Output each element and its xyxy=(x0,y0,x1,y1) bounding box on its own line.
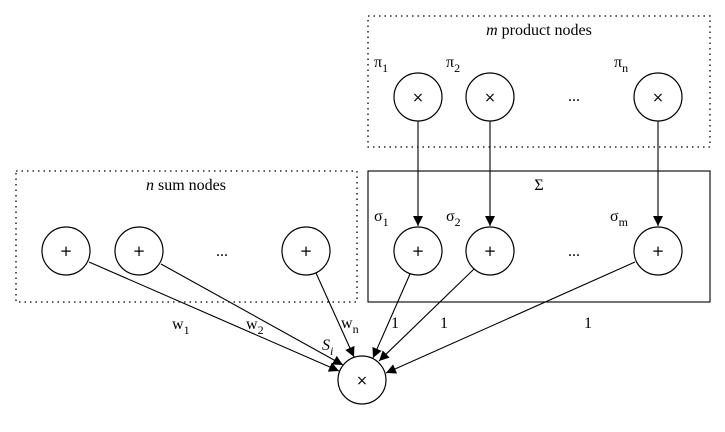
target-symbol: S xyxy=(322,337,330,354)
sigma-node-1-circle xyxy=(393,226,443,276)
sum-node-1: + xyxy=(41,226,91,276)
sigma-ellipsis: ... xyxy=(568,243,580,260)
sigmam-symbol: σ xyxy=(610,208,619,225)
pin-symbol: π xyxy=(614,54,622,71)
edge-label-one-b: 1 xyxy=(440,315,448,332)
edge-sigma1-target xyxy=(372,273,411,359)
sum-node-2-op: + xyxy=(133,242,146,260)
pin-sub: n xyxy=(622,61,628,75)
sum-node-1-op: + xyxy=(60,242,73,260)
product-ellipsis: ... xyxy=(568,88,580,105)
sum-node-n: + xyxy=(281,226,331,276)
sigma-node-2-op: + xyxy=(484,242,497,260)
sum-node-2-circle xyxy=(114,226,164,276)
product-group-label: product nodes xyxy=(502,22,592,39)
sigma-node-1: + xyxy=(393,226,443,276)
pin-label: πn xyxy=(614,54,628,75)
pi1-sub: 1 xyxy=(382,61,388,75)
sigma-node-m-circle xyxy=(633,226,683,276)
product-node-n: × xyxy=(633,72,683,122)
sigma-group-title: Σ xyxy=(534,177,543,194)
sigma-node-m-op: + xyxy=(652,242,665,260)
sum-node-1-circle xyxy=(41,226,91,276)
product-node-2-circle xyxy=(465,72,515,122)
edge-label-w2: w2 xyxy=(246,316,264,337)
edge-label-one-a: 1 xyxy=(391,315,399,332)
pi2-symbol: π xyxy=(446,54,454,71)
product-node-2-op: × xyxy=(484,90,496,106)
pi2-label: π2 xyxy=(446,54,460,75)
pi1-label: π1 xyxy=(374,54,388,75)
w1-base: w xyxy=(172,316,184,333)
sigma-group-box xyxy=(367,170,711,303)
product-count-symbol: m xyxy=(486,22,498,39)
sigmam-label: σm xyxy=(610,208,629,229)
edge-label-one-c: 1 xyxy=(584,315,592,332)
sigma1-symbol: σ xyxy=(374,208,383,225)
product-nodes-group-box xyxy=(367,15,711,148)
sum-node-n-op: + xyxy=(300,242,313,260)
sigma-node-1-op: + xyxy=(412,242,425,260)
sum-group-title: n sum nodes xyxy=(146,177,226,194)
sigma-node-m: + xyxy=(633,226,683,276)
sum-node-n-circle xyxy=(281,226,331,276)
sigma-node-2-circle xyxy=(465,226,515,276)
sigma1-sub: 1 xyxy=(383,215,389,229)
edge-sigma2-target xyxy=(378,268,475,362)
edge-label-wn: wn xyxy=(341,315,359,336)
sigma2-sub: 2 xyxy=(455,215,461,229)
pi2-sub: 2 xyxy=(454,61,460,75)
edge-sum2-target xyxy=(160,263,344,366)
sum-group-label: sum nodes xyxy=(158,177,226,194)
w2-base: w xyxy=(246,316,258,333)
product-node-2: × xyxy=(465,72,515,122)
target-node-op: × xyxy=(356,373,368,389)
target-node-circle xyxy=(337,355,387,405)
wn-base: w xyxy=(341,315,353,332)
product-node-n-op: × xyxy=(652,90,664,106)
sigma2-label: σ2 xyxy=(446,208,461,229)
sigma-node-2: + xyxy=(465,226,515,276)
edge-label-w1: w1 xyxy=(172,316,190,337)
target-node: × xyxy=(337,355,387,405)
sum-node-2: + xyxy=(114,226,164,276)
product-group-title: m product nodes xyxy=(486,22,592,39)
product-node-1-circle xyxy=(393,72,443,122)
target-label: Si xyxy=(322,337,333,358)
edge-sum1-target xyxy=(88,261,340,372)
w2-sub: 2 xyxy=(258,323,264,337)
sum-count-symbol: n xyxy=(146,177,154,194)
product-node-1: × xyxy=(393,72,443,122)
sigmam-sub: m xyxy=(619,215,629,229)
edge-sumn-target xyxy=(315,272,355,358)
sigma1-label: σ1 xyxy=(374,208,389,229)
edge-sigmam-target xyxy=(385,261,636,374)
product-node-n-circle xyxy=(633,72,683,122)
target-sub: i xyxy=(330,344,333,358)
sum-nodes-group-box xyxy=(15,170,358,303)
pi1-symbol: π xyxy=(374,54,382,71)
wn-sub: n xyxy=(353,322,359,336)
edges xyxy=(88,121,663,374)
sum-ellipsis: ... xyxy=(216,243,228,260)
sigma2-symbol: σ xyxy=(446,208,455,225)
product-node-1-op: × xyxy=(412,90,424,106)
w1-sub: 1 xyxy=(184,323,190,337)
